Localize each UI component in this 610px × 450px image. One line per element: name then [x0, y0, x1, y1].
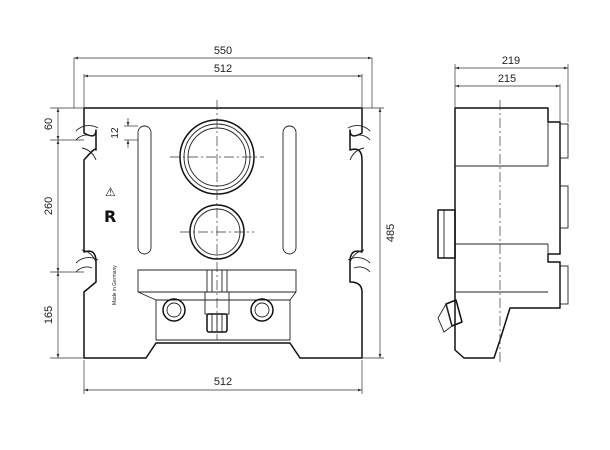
dim-height-total: 485 [362, 107, 397, 359]
plug-left [162, 298, 186, 322]
plug-right [250, 298, 274, 322]
dim-165-label: 165 [43, 306, 55, 324]
recycling-mark: R [104, 207, 116, 226]
left-slot [137, 125, 152, 255]
dim-215-label: 215 [498, 73, 516, 85]
side-outline [454, 107, 561, 359]
dim-width-bottom: 512 [83, 360, 363, 394]
dim-512-bottom-label: 512 [214, 376, 232, 388]
dim-depth-body: 215 [455, 73, 561, 122]
right-slot [282, 125, 297, 255]
made-in-label: Made in Germany [112, 265, 118, 305]
dim-depth-total: 219 [454, 55, 569, 122]
dim-60-label: 60 [43, 118, 55, 130]
dim-219-label: 219 [502, 55, 520, 67]
front-view: ⚠ R Made in Germany [75, 100, 371, 359]
outlet-nozzle [204, 269, 230, 333]
dim-slot-offset: 12 [110, 118, 138, 148]
mounting-lug-bottom-left [75, 249, 99, 273]
dim-260-label: 260 [43, 197, 55, 215]
dim-width-inner: 512 [83, 63, 363, 108]
tank-outline [83, 107, 363, 359]
dim-485-label: 485 [385, 224, 397, 242]
dim-height-segments: 60 260 165 [43, 107, 84, 359]
dim-12-label: 12 [110, 127, 121, 139]
dim-550-label: 550 [214, 45, 232, 57]
mounting-lug-top-left [75, 125, 99, 161]
mounting-lug-top-right [347, 125, 371, 161]
dim-width-total: 550 [73, 45, 373, 108]
dim-512-top-label: 512 [214, 63, 232, 75]
lower-compartment [137, 269, 297, 341]
side-view [437, 100, 569, 364]
certification-mark: ⚠ [105, 185, 116, 199]
mounting-lug-bottom-right [347, 249, 371, 273]
side-opening [437, 209, 456, 259]
